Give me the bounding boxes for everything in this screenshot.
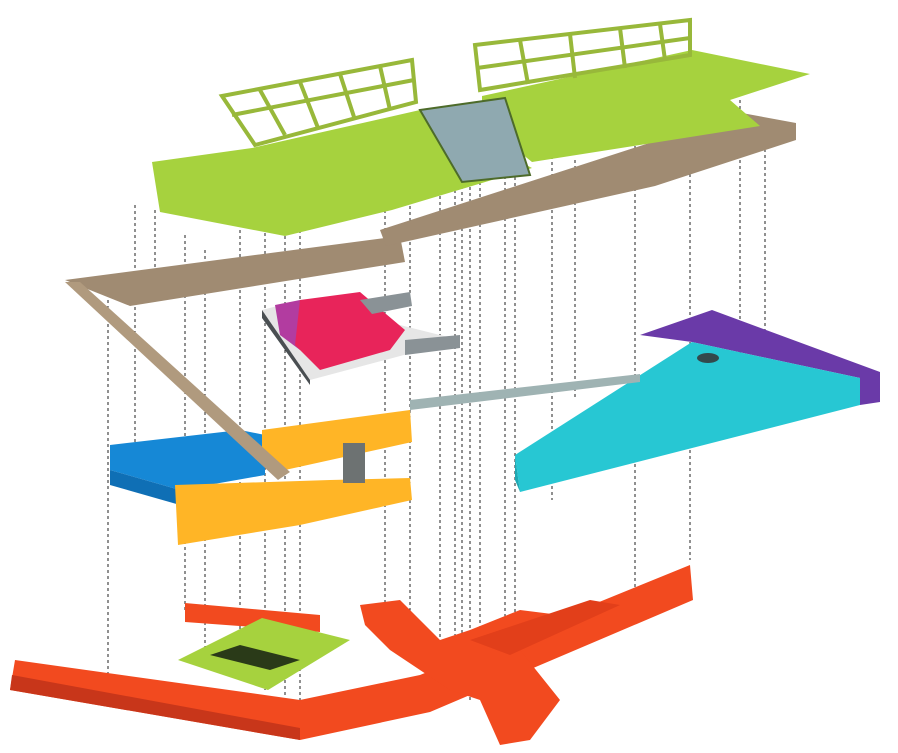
timber-ramp [65,282,290,480]
bridge [410,374,640,410]
green-roof-left [152,110,532,236]
glass-canopy [418,96,532,184]
cyan-plaza-opening [697,353,719,363]
roof-trellis-right [472,17,692,93]
orange-volume-upper [262,410,412,470]
red-foundation-long-beam [10,565,693,740]
red-foundation-branch [470,600,620,655]
green-roof-right [482,50,810,162]
grey-core [343,443,365,483]
grey-ledge-right [405,335,460,355]
timber-walkway-right [380,113,796,246]
cyan-plaza [515,342,860,492]
volume-base-shadow [262,310,310,385]
red-foundation [10,565,693,745]
roof-trellis-left [218,57,419,148]
orange-volume-lower [175,478,412,545]
blue-volume-top [110,430,265,490]
purple-plaza [640,310,880,405]
timber-walkway-left [65,236,405,306]
cyan-plaza-side [515,455,520,492]
blue-volume-side [110,470,180,505]
green-plate-slot [210,645,300,670]
red-foundation-beam-side [10,675,300,740]
grey-ledge-top [360,292,412,314]
